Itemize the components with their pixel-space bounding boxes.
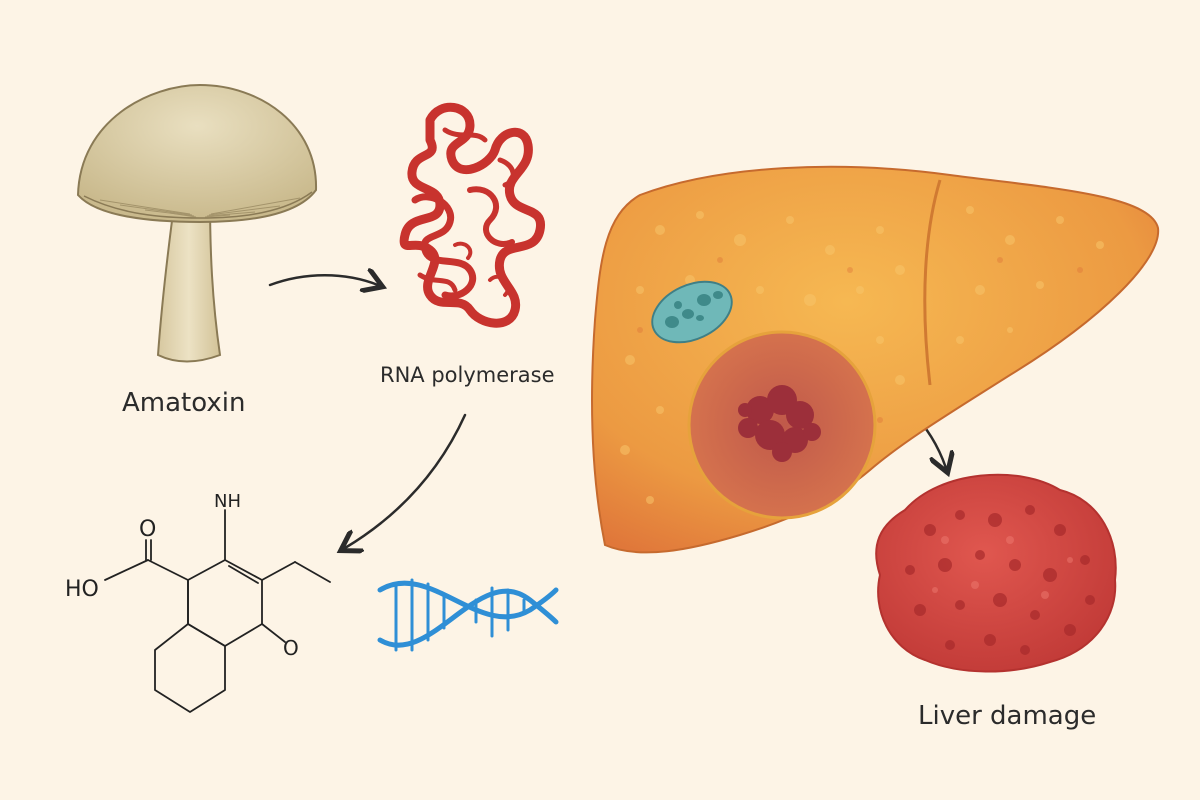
liver-lesion	[687, 330, 877, 520]
mushroom-illustration	[76, 83, 318, 363]
chemical-structure	[104, 509, 331, 713]
arrow-mushroom-to-rna	[268, 275, 378, 285]
atom-label-o-top: O	[139, 517, 156, 542]
atom-label-ho: HO	[65, 577, 99, 602]
arrow-rna-to-molecule	[345, 413, 467, 548]
damaged-tissue-illustration	[875, 473, 1117, 673]
label-liver-damage: Liver damage	[918, 701, 1097, 731]
atom-label-o-right: O	[283, 636, 299, 660]
label-amatoxin: Amatoxin	[122, 388, 246, 418]
rna-polymerase-illustration	[399, 102, 545, 328]
atom-label-nh: NH	[214, 491, 241, 512]
chemical-atom-labels: HO O NH O	[65, 491, 299, 660]
cell-nucleus-illustration	[651, 280, 733, 344]
dna-helix-illustration	[377, 578, 559, 652]
label-rna-polymerase: RNA polymerase	[380, 363, 555, 387]
